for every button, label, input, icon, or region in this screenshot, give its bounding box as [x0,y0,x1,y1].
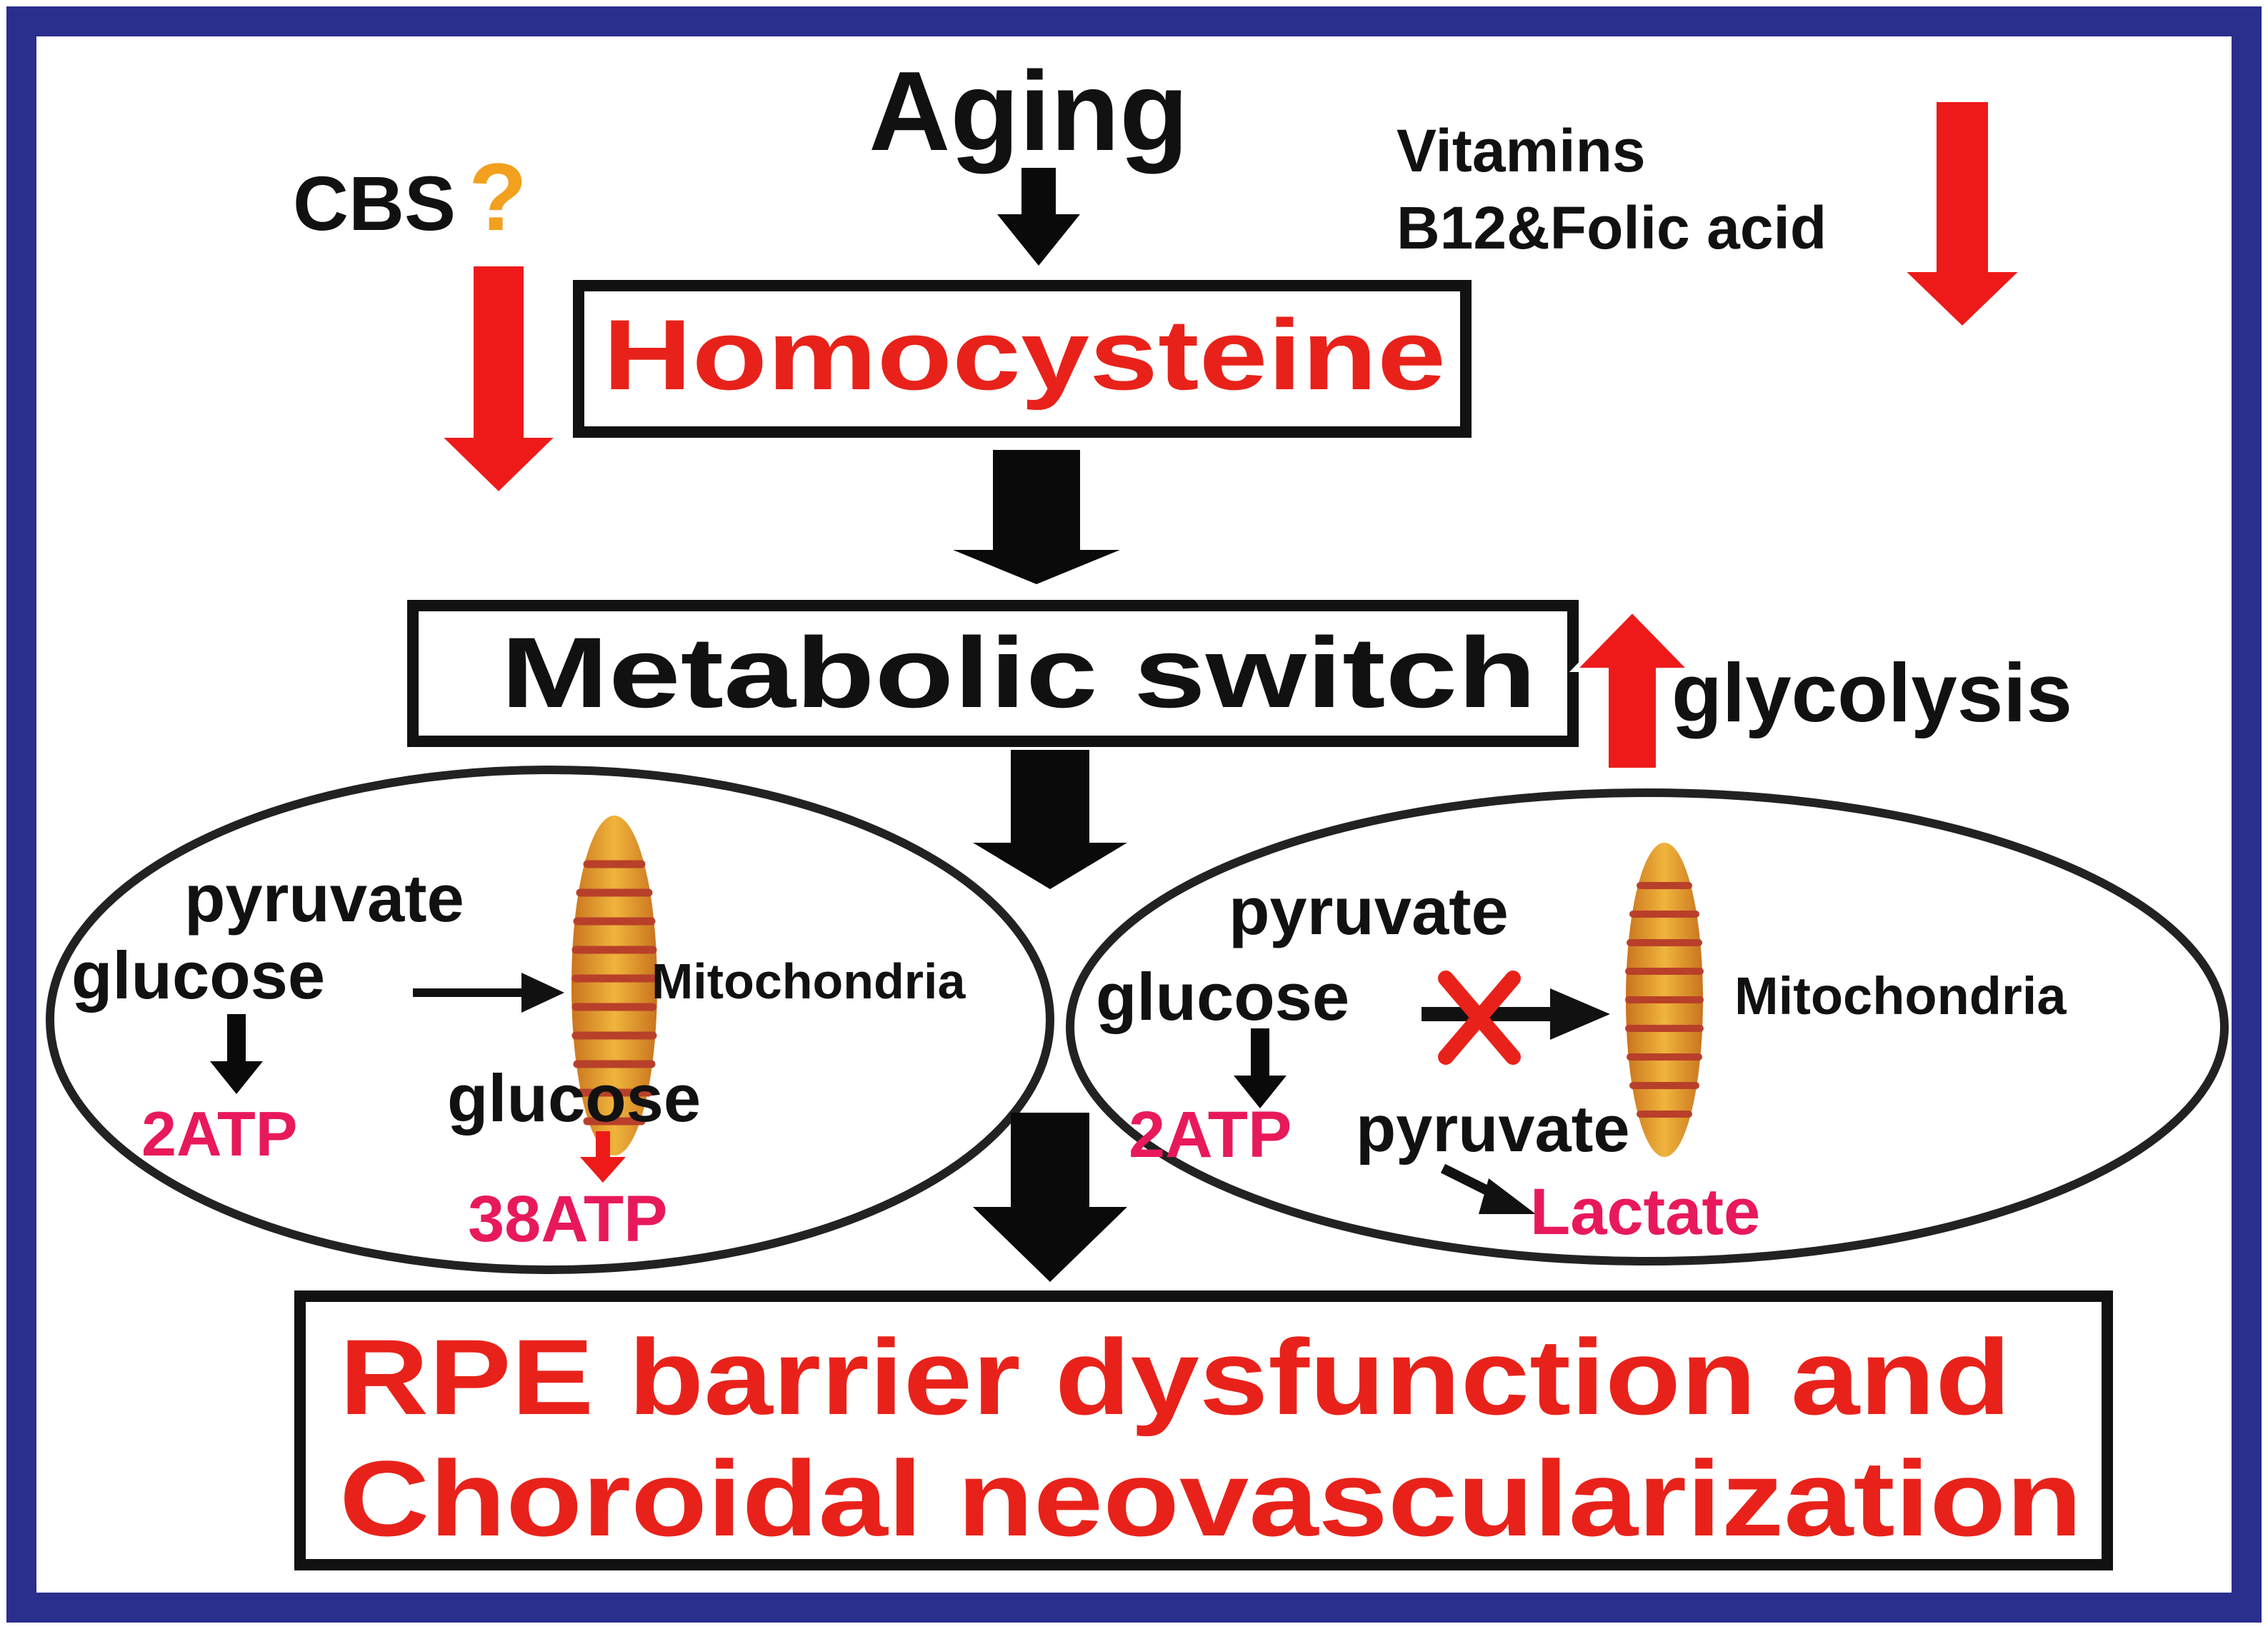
right-pyruvate-label: pyruvate [1229,873,1509,948]
right-mitochondrion-icon [1625,843,1704,1157]
vitamins-down-red-arrow [1896,98,2029,332]
cbs-label: CBS? [293,144,527,251]
left-glucose-to-mito-arrowhead [521,973,564,1013]
left-2atp-label: 2ATP [141,1098,297,1169]
left-pyruvate-label: pyruvate [184,861,464,936]
cbs-down-red-arrow [433,262,564,498]
left-mitochondria-label: Mitochondria [651,953,966,1009]
aging-down-arrow [997,168,1080,266]
glycolysis-up-red-arrow [1569,607,1696,772]
outcome-line2: Choroidal neovascularization [339,1438,2082,1558]
outcome-line1: RPE barrier dysfunction and [339,1317,2011,1437]
metabolic-switch-box [407,600,1579,747]
switch-to-cells-arrow [973,750,1127,889]
homocysteine-label: Homocysteine [603,299,1446,411]
left-glucose-inner-label: glucose [447,1061,701,1136]
right-pyruvate-inner-label: pyruvate [1356,1093,1630,1166]
pyruvate-to-lactate-arrowhead [1479,1178,1536,1214]
homocysteine-box [573,280,1472,438]
right-glucose-to-mito-arrowhead [1550,988,1610,1040]
vitamins-line2: B12&Folic acid [1397,194,1827,261]
blocked-x-icon [1438,971,1521,1065]
outer-frame [6,6,2262,1623]
left-38atp-label: 38ATP [468,1183,668,1255]
homocysteine-to-switch-arrow [953,450,1120,584]
outcome-box [294,1290,2113,1570]
right-glucose-to-2atp-arrow [1234,1028,1287,1108]
right-2atp-label: 2ATP [1129,1098,1292,1171]
vitamins-line1: Vitamins [1397,117,1646,184]
cells-to-outcome-arrow [973,1113,1127,1282]
left-glucose-to-38atp-arrow [580,1131,626,1183]
lactate-label: Lactate [1530,1176,1760,1248]
glycolysis-label: glycolysis [1672,646,2072,739]
cbs-question-mark: ? [469,144,527,251]
right-glucose-label: glucose [1096,959,1349,1034]
right-mitochondria-label: Mitochondria [1734,966,2067,1026]
cbs-label-group: CBS? [293,144,527,251]
cbs-text: CBS [293,160,456,246]
metabolic-switch-label: Metabolic switch [501,616,1537,728]
left-glucose-label: glucose [71,938,325,1013]
aging-label: Aging [869,49,1189,174]
left-mitochondrion-icon [571,816,657,1156]
right-cell-ellipse [1066,788,2229,1265]
left-glucose-to-2atp-arrow [210,1014,263,1094]
left-cell-ellipse [46,766,1054,1274]
